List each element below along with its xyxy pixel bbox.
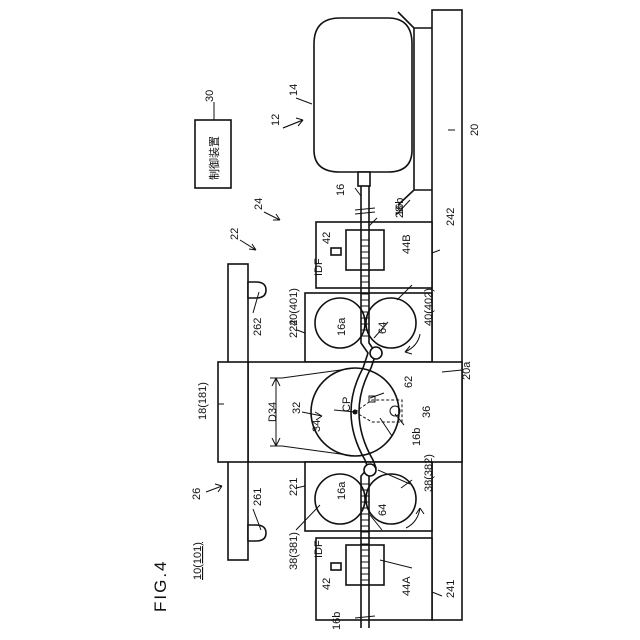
label-unit-a: 24	[253, 198, 265, 210]
label-base: 20	[469, 124, 481, 136]
label-roller-381: 38(381)	[288, 532, 300, 570]
label-tube-end-bottom: 16b	[331, 612, 343, 630]
sensor-box-bottom	[346, 545, 384, 585]
label-block-bottom: 241	[445, 580, 457, 598]
label-frame-221: 221	[288, 478, 300, 496]
label-rotor-marker: 36	[421, 406, 433, 418]
label-group-26: 26	[191, 488, 203, 500]
label-clip-bottom: 44A	[401, 576, 413, 596]
label-bag-group: 12	[270, 114, 282, 126]
sensor-42-bottom	[331, 563, 341, 570]
label-system: 10(101)	[192, 542, 204, 580]
label-tube: 16	[335, 184, 347, 196]
label-segment-upper: 16a	[336, 317, 348, 336]
label-foot-262: 262	[252, 318, 264, 336]
label-rotor: 34	[311, 420, 323, 432]
label-controller-text: 制御装置	[207, 136, 221, 180]
label-block-top: 242	[445, 208, 457, 226]
label-segment-lower: 16a	[336, 481, 348, 500]
label-center-point: CP	[341, 397, 353, 412]
label-rotor-arm: 62	[403, 376, 415, 388]
label-controller-id: 30	[204, 90, 216, 102]
label-idf-top: IDF	[313, 258, 325, 276]
bar-section	[218, 362, 248, 462]
roller-382	[366, 474, 416, 524]
label-sensor-bottom: 42	[321, 578, 333, 590]
arrow-12	[283, 118, 303, 128]
label-base-edge: 20a	[461, 361, 473, 380]
label-idf-bottom: IDF	[313, 540, 325, 558]
bag	[314, 18, 412, 172]
label-holder: 28	[394, 206, 406, 218]
arrow-26	[206, 484, 222, 492]
label-rotor-ref: 32	[291, 402, 303, 414]
label-roller-382: 38(382)	[423, 454, 435, 492]
base-plate	[432, 10, 462, 620]
label-foot-261: 261	[252, 488, 264, 506]
label-frame-222: 222	[288, 320, 300, 338]
label-unit-b: 22	[229, 228, 241, 240]
bag-port	[358, 172, 370, 186]
label-upper-bar: 18(181)	[197, 382, 209, 420]
foot-262	[248, 282, 266, 298]
label-tube-end-mid: 16b	[411, 428, 423, 446]
roller-402	[366, 298, 416, 348]
sensor-42-top	[331, 248, 341, 255]
label-clip-top: 44B	[401, 234, 413, 254]
label-rotor-dim: D34	[267, 402, 279, 422]
label-bag: 14	[288, 84, 300, 96]
arrow-24	[264, 212, 280, 220]
label-inner-lower: 64	[377, 504, 389, 516]
joint-upper	[370, 347, 382, 359]
foot-261	[248, 525, 266, 541]
label-roller-402: 40(402)	[423, 288, 435, 326]
label-inner-upper: 64	[377, 322, 389, 334]
figure-title: FIG.4	[151, 559, 170, 612]
label-sensor-top: 42	[321, 232, 333, 244]
tube-break-top	[355, 208, 375, 214]
joint-lower	[364, 464, 376, 476]
arrow-22	[240, 240, 256, 250]
